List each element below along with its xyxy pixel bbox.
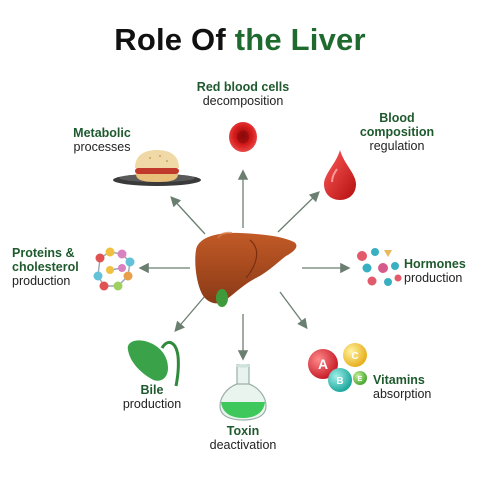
label-title: Toxin bbox=[226, 424, 260, 438]
label-sub: deactivation bbox=[209, 438, 277, 452]
arrows bbox=[138, 169, 351, 361]
hormone-molecules-icon bbox=[357, 248, 402, 286]
label-vitamins: Vitamins absorption bbox=[373, 373, 453, 401]
arrow-upright bbox=[277, 191, 320, 233]
label-proteins: Proteins & cholesterol production bbox=[12, 246, 96, 288]
title-accent-text: the Liver bbox=[234, 22, 366, 57]
label-red-blood-cells: Red blood cells decomposition bbox=[185, 80, 301, 108]
label-title: Blood bbox=[379, 111, 415, 125]
label-title-2: composition bbox=[359, 125, 435, 139]
label-bile: Bile production bbox=[110, 383, 194, 411]
label-title: Vitamins bbox=[373, 373, 425, 387]
label-sub: processes bbox=[73, 140, 131, 154]
label-hormones: Hormones production bbox=[404, 257, 480, 285]
title-text: Role Of bbox=[114, 22, 235, 57]
vitamin-letter-a: A bbox=[318, 356, 328, 372]
arrow-upleft bbox=[170, 196, 206, 235]
label-title: Metabolic bbox=[73, 126, 131, 140]
label-title: Hormones bbox=[404, 257, 466, 271]
label-sub: production bbox=[404, 271, 463, 285]
label-title: Bile bbox=[140, 383, 164, 397]
label-sub: absorption bbox=[373, 387, 432, 401]
label-toxin: Toxin deactivation bbox=[198, 424, 288, 452]
arrow-downleft bbox=[174, 295, 206, 332]
vitamin-letter-c: C bbox=[351, 351, 358, 362]
vitamin-balls-icon: A C B E bbox=[308, 343, 367, 392]
label-sub: production bbox=[12, 274, 71, 288]
molecule-chain-icon bbox=[93, 247, 135, 291]
label-blood-composition: Blood composition regulation bbox=[342, 111, 452, 153]
vitamin-letter-b: B bbox=[336, 376, 343, 387]
label-title-2: cholesterol bbox=[12, 260, 79, 274]
arrow-downright bbox=[279, 291, 308, 330]
red-blood-cell-icon bbox=[229, 122, 257, 152]
burger-plate-icon bbox=[113, 150, 201, 186]
gallbladder-icon bbox=[127, 340, 180, 387]
label-sub: regulation bbox=[369, 139, 425, 153]
label-sub: decomposition bbox=[202, 94, 284, 108]
blood-drop-icon bbox=[324, 150, 356, 200]
liver-icon bbox=[195, 231, 297, 307]
flask-icon bbox=[219, 364, 267, 421]
label-title: Proteins & bbox=[12, 246, 75, 260]
label-title: Red blood cells bbox=[196, 80, 290, 94]
page-title: Role Of the Liver bbox=[0, 22, 480, 58]
vitamin-letter-e: E bbox=[358, 376, 363, 383]
label-sub: production bbox=[122, 397, 182, 411]
label-metabolic: Metabolic processes bbox=[62, 126, 142, 154]
